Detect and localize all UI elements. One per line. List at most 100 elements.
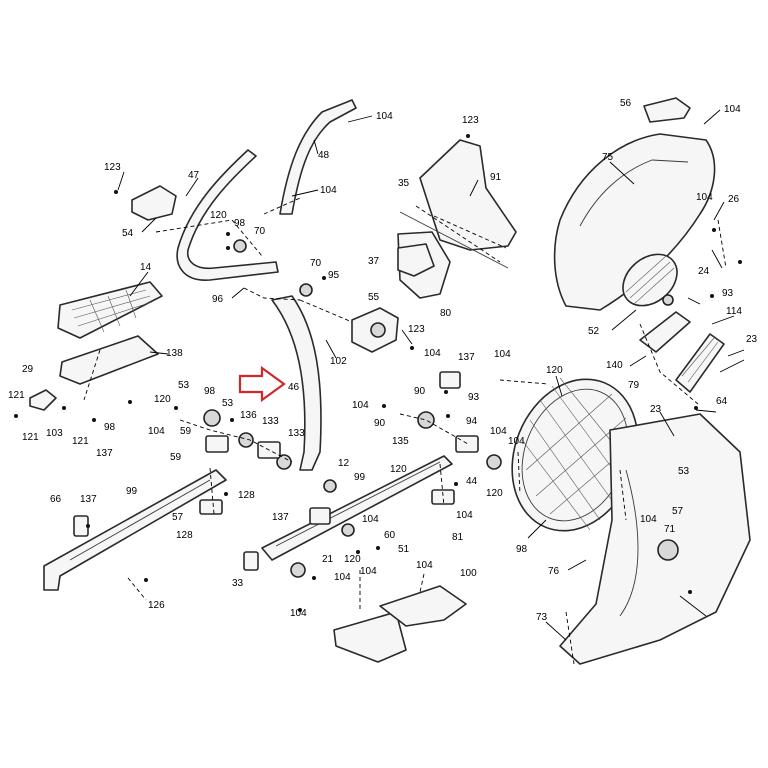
rail-44-edge [69, 479, 211, 561]
hub-bore [370, 322, 386, 338]
label-140: 140 [606, 360, 623, 371]
label-52: 52 [588, 326, 600, 337]
part-right-upper-arm-48 [279, 99, 357, 215]
bushings [73, 239, 674, 578]
label-37: 37 [368, 256, 380, 267]
label-99: 44 [466, 476, 478, 487]
highlight-arrow [238, 365, 286, 403]
label-123: 123 [104, 162, 121, 173]
label-104: 59 [180, 426, 192, 437]
label-137: 137 [458, 352, 475, 363]
label-57: 104 [362, 514, 379, 525]
label-59: 136 [240, 410, 257, 421]
label-95: 95 [328, 270, 340, 281]
fan-grille-lines [625, 255, 675, 305]
label-60: 71 [664, 524, 676, 535]
label-121: 103 [46, 428, 63, 439]
label-104: 104 [360, 566, 377, 577]
label-23: 23 [746, 334, 758, 345]
part-pedal-14 [57, 281, 163, 339]
label-104: 104 [424, 348, 441, 359]
label-54: 54 [122, 228, 134, 239]
label-104: 120 [546, 365, 563, 376]
label-136: 133 [262, 416, 279, 427]
label-128: 120 [486, 488, 503, 499]
label-66: 137 [80, 494, 97, 505]
part-left-rail-44 [43, 469, 227, 591]
label-79: 121 [8, 390, 25, 401]
part-shroud-75 [553, 133, 716, 311]
label-104: 23 [650, 404, 662, 415]
label-46: 46 [288, 382, 300, 393]
label-53: 98 [204, 386, 216, 397]
label-81: 60 [384, 530, 396, 541]
label-104: 104 [376, 111, 393, 122]
bearing-60 [657, 539, 679, 561]
label-33: 104 [334, 572, 351, 583]
label-133: 104 [490, 426, 507, 437]
part-base-126 [333, 611, 407, 663]
label-120: 66 [50, 494, 62, 505]
part-lower-arm-46 [271, 295, 322, 471]
label-26: 26 [728, 194, 740, 205]
label-75: 75 [602, 152, 614, 163]
label-14: 14 [140, 262, 152, 273]
label-29: 29 [22, 364, 34, 375]
label-104: 104 [696, 192, 713, 203]
label-138: 138 [166, 348, 183, 359]
shroud-inner-edge [619, 469, 639, 617]
label-120: 51 [398, 544, 410, 555]
label-104: 73 [536, 612, 548, 623]
label-64: 121 [22, 432, 39, 443]
label-135: 94 [466, 416, 478, 427]
label-120: 120 [210, 210, 227, 221]
label-21: 33 [232, 578, 244, 589]
grip-texture [681, 337, 719, 383]
label-104: 104 [494, 349, 511, 360]
axle-35 [399, 211, 509, 269]
part-cap-29 [29, 389, 57, 411]
label-56: 56 [620, 98, 632, 109]
label-47: 47 [188, 170, 200, 181]
assembly-dashed-lines [83, 197, 727, 665]
part-console-91 [419, 139, 517, 251]
label-104: 128 [176, 530, 193, 541]
part-handle-56 [643, 97, 691, 123]
label-104: 57 [672, 506, 684, 517]
label-128: 104 [640, 514, 657, 525]
label-90: 93 [468, 392, 480, 403]
label-137: 57 [172, 512, 184, 523]
label-90: 104 [148, 426, 165, 437]
label-24: 24 [698, 266, 710, 277]
label-96: 96 [212, 294, 224, 305]
part-number-labels: 104 56 104 48 104 123 91 75 123 47 104 3… [8, 98, 758, 623]
part-bottle-holder-37 [397, 243, 435, 277]
part-base-76 [379, 585, 467, 627]
label-53: 90 [374, 418, 386, 429]
part-right-rail-12 [261, 455, 453, 561]
label-104: 76 [548, 566, 560, 577]
label-121: 120 [154, 394, 171, 405]
part-grip-114 [675, 333, 725, 393]
part-left-upper-arm-47 [176, 149, 279, 281]
hardware-fasteners [14, 134, 742, 612]
leader-lines [117, 109, 745, 641]
label-98: 98 [234, 218, 246, 229]
label-71: 98 [516, 544, 528, 555]
label-35: 35 [398, 178, 410, 189]
label-100: 126 [148, 600, 165, 611]
label-70: 70 [310, 258, 322, 269]
label-104: 104 [508, 436, 525, 447]
label-99: 128 [238, 490, 255, 501]
label-76: 100 [460, 568, 477, 579]
label-120: 53 [178, 380, 190, 391]
label-98: 120 [344, 554, 361, 565]
label-104: 104 [724, 104, 741, 115]
label-126: 104 [290, 608, 307, 619]
label-137: 59 [170, 452, 182, 463]
label-104: 104 [320, 185, 337, 196]
label-91: 91 [490, 172, 502, 183]
label-80: 80 [440, 308, 452, 319]
